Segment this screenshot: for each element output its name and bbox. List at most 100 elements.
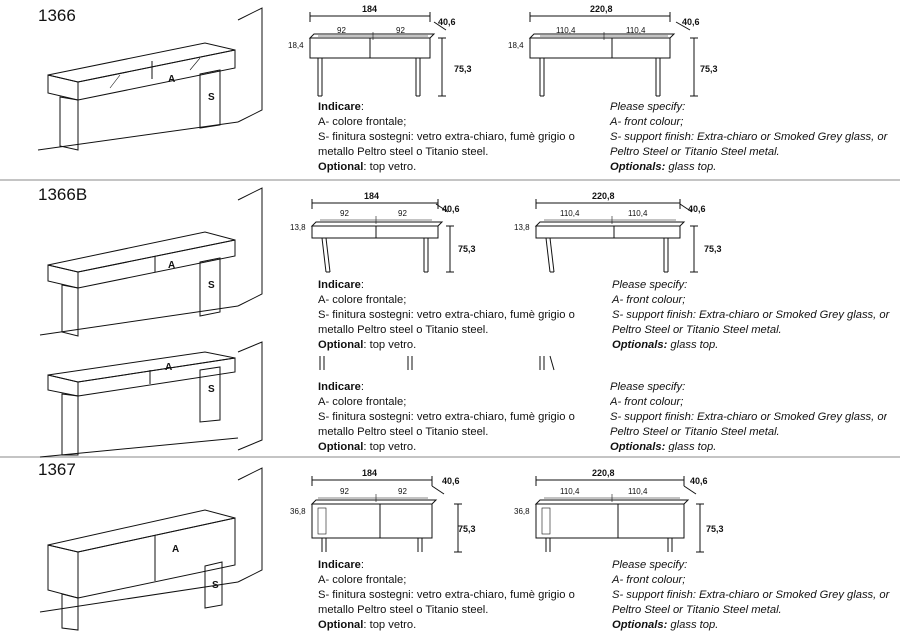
perspective-1367 (39, 467, 263, 631)
spec-line: Peltro Steel or Titanio Steel metal. (612, 324, 782, 336)
spec-line: A- colore frontale; (318, 116, 407, 128)
spec-heading: Indicare (318, 381, 361, 393)
dim-height: 75,3 (454, 64, 472, 74)
dim-depth: 40,6 (442, 476, 460, 486)
spec-optional-text: glass top. (665, 441, 717, 452)
dim-width: 184 (362, 468, 377, 478)
spec-colon: : (360, 279, 365, 291)
spec-english: Please specify: A- front colour; S- supp… (610, 380, 887, 452)
spec-line: S- finitura sostegni: vetro extra-chiaro… (318, 131, 575, 143)
spec-line: Peltro Steel or Titanio Steel metal. (610, 426, 780, 438)
product-code-1366: 1366 (38, 6, 76, 25)
spec-optional-label: Optionals: (612, 619, 668, 631)
spec-line: A- front colour; (612, 574, 686, 586)
dim-top-height: 13,8 (290, 223, 306, 232)
dim-half: 92 (337, 26, 346, 35)
dim-width: 184 (362, 4, 377, 14)
spec-line: Peltro Steel or Titanio Steel metal. (610, 146, 780, 158)
spec-line: metallo Peltro steel o Titanio steel. (318, 146, 489, 158)
spec-optional-text: : top vetro. (363, 339, 417, 351)
spec-line: S- support finish: Extra-chiaro or Smoke… (610, 411, 888, 423)
label-front: A (165, 362, 172, 373)
spec-heading: Please specify: (610, 101, 686, 113)
perspective-1366 (37, 7, 263, 151)
dim-half: 92 (398, 209, 407, 218)
dim-half: 110,4 (560, 209, 580, 218)
spec-line: metallo Peltro steel o Titanio steel. (318, 604, 489, 616)
label-support: S (208, 384, 215, 395)
spec-line: A- colore frontale; (318, 574, 407, 586)
dim-half: 92 (398, 487, 407, 496)
label-front: A (168, 260, 175, 271)
dim-half: 92 (396, 26, 405, 35)
spec-optional-label: Optional (318, 619, 364, 631)
dim-top-height: 18,4 (288, 41, 304, 50)
dim-top-height: 36,8 (514, 507, 530, 516)
spec-line: A- colore frontale; (318, 396, 407, 408)
dim-half: 110,4 (626, 26, 646, 35)
label-front: A (172, 544, 179, 555)
front-view-1367-220 (534, 476, 704, 553)
dim-width: 184 (364, 191, 379, 201)
label-support: S (212, 580, 219, 591)
spec-colon: : (360, 381, 365, 393)
spec-english: Please specify: A- front colour; S- supp… (612, 558, 889, 633)
dim-top-height: 13,8 (514, 223, 530, 232)
spec-colon: : (360, 101, 365, 113)
dim-depth: 40,6 (442, 204, 460, 214)
label-support: S (208, 92, 215, 103)
dim-half: 92 (340, 209, 349, 218)
spec-line: S- finitura sostegni: vetro extra-chiaro… (318, 309, 575, 321)
spec-optional-label: Optionals: (612, 339, 668, 351)
dim-half: 110,4 (556, 26, 576, 35)
spec-italian: Indicare: A- colore frontale; S- finitur… (318, 558, 575, 633)
perspective-1366b-a (39, 187, 263, 337)
spec-heading: Please specify: (612, 559, 688, 571)
spec-line: S- support finish: Extra-chiaro or Smoke… (610, 131, 888, 143)
spec-italian: Indicare: A- colore frontale; S- finitur… (318, 100, 575, 175)
spec-line: metallo Peltro steel o Titanio steel. (318, 426, 489, 438)
dim-width: 220,8 (592, 468, 615, 478)
spec-line: S- finitura sostegni: vetro extra-chiaro… (318, 411, 575, 423)
spec-heading: Indicare (318, 279, 361, 291)
dim-half: 110,4 (628, 209, 648, 218)
spec-line: A- front colour; (610, 116, 684, 128)
spec-line: S- support finish: Extra-chiaro or Smoke… (612, 589, 890, 601)
front-view-1366b-184 (310, 199, 454, 370)
dim-depth: 40,6 (690, 476, 708, 486)
dim-half: 110,4 (628, 487, 648, 496)
front-view-1366-220 (528, 12, 698, 97)
spec-optional-label: Optionals: (610, 161, 666, 173)
spec-line: A- front colour; (612, 294, 686, 306)
spec-optional-label: Optional (318, 339, 364, 351)
spec-line: metallo Peltro steel o Titanio steel. (318, 324, 489, 336)
dim-top-height: 36,8 (290, 507, 306, 516)
front-view-1366b-220 (534, 199, 698, 371)
dim-height: 75,3 (700, 64, 718, 74)
spec-optional-text: : top vetro. (363, 441, 417, 452)
spec-optional-text: glass top. (667, 619, 719, 631)
dim-depth: 40,6 (438, 17, 456, 27)
label-support: S (208, 280, 215, 291)
dim-depth: 40,6 (688, 204, 706, 214)
dim-height: 75,3 (458, 244, 476, 254)
spec-optional-text: : top vetro. (363, 619, 417, 631)
spec-heading: Indicare (318, 101, 361, 113)
front-view-1367-184 (310, 476, 462, 553)
spec-heading: Please specify: (612, 279, 688, 291)
spec-italian: Indicare: A- colore frontale; S- finitur… (318, 380, 575, 452)
dim-half: 110,4 (560, 487, 580, 496)
spec-line: A- front colour; (610, 396, 684, 408)
spec-optional-label: Optional (318, 441, 364, 452)
spec-line: S- support finish: Extra-chiaro or Smoke… (612, 309, 890, 321)
dim-half: 92 (340, 487, 349, 496)
spec-optional-text: : top vetro. (363, 161, 417, 173)
spec-colon: : (360, 559, 365, 571)
spec-optional-text: glass top. (665, 161, 717, 173)
perspective-1366b-b (39, 341, 263, 458)
product-code-1367: 1367 (38, 460, 76, 479)
label-front: A (168, 74, 175, 85)
dim-height: 75,3 (458, 524, 476, 534)
spec-italian: Indicare: A- colore frontale; S- finitur… (318, 278, 575, 353)
